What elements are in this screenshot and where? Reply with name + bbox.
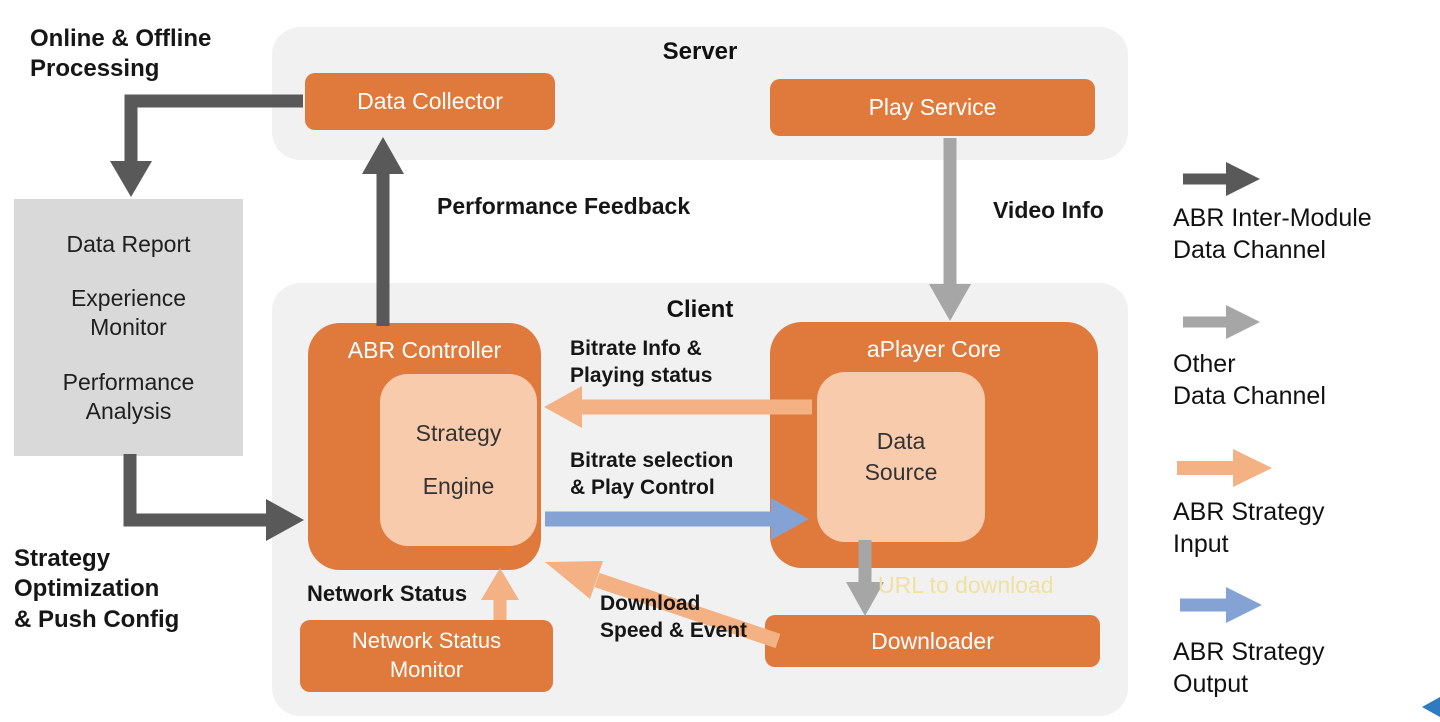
legend-other-line1: Other	[1173, 350, 1236, 378]
legend-strategy-input-label: ABR Strategy Input	[1173, 496, 1324, 560]
bitrate-info-line2: Playing status	[570, 364, 713, 388]
downloader-box: Downloader	[765, 615, 1100, 667]
play-service-label: Play Service	[868, 94, 997, 120]
legend-output-line1: ABR Strategy	[1173, 638, 1325, 666]
bitrate-selection-line1: Bitrate selection	[570, 449, 734, 472]
strategy-engine-box: Strategy Engine	[380, 374, 537, 546]
panel-item-performance-analysis: Performance Analysis	[62, 368, 195, 424]
bitrate-info-label: Bitrate Info & Playing status	[570, 335, 712, 390]
data-source-line2: Source	[864, 459, 938, 485]
url-to-download-label: URL to download	[878, 572, 1054, 598]
offline-processing-panel: Data Report Experience Monitor Performan…	[14, 199, 243, 456]
network-status-monitor-box: Network Status Monitor	[300, 620, 553, 692]
online-offline-line1: Online & Offline	[30, 25, 212, 52]
data-collector-box: Data Collector	[305, 73, 555, 130]
aplayer-core-label: aPlayer Core	[866, 336, 1002, 362]
legend-other-line2: Data Channel	[1173, 382, 1326, 410]
network-status-monitor-line1: Network Status	[351, 628, 502, 654]
strategy-engine-line2: Engine	[422, 473, 495, 499]
legend-blue-arrow-head	[1226, 587, 1262, 623]
abr-controller-box: ABR Controller Strategy Engine	[308, 323, 541, 570]
server-title: Server	[662, 38, 738, 65]
download-speed-line1: Download	[600, 592, 701, 615]
legend-peach-arrow-head	[1233, 449, 1272, 487]
performance-feedback-label: Performance Feedback	[437, 193, 691, 219]
legend-gray-arrow-head	[1226, 305, 1260, 339]
online-offline-label: Online & Offline Processing	[30, 24, 211, 85]
legend-inter-module-label: ABR Inter-Module Data Channel	[1173, 202, 1372, 266]
legend-inter-module-line1: ABR Inter-Module	[1173, 204, 1372, 232]
strategy-opt-line1: Strategy	[14, 545, 111, 572]
corner-marker-icon	[1422, 697, 1440, 717]
strategy-optimization-label: Strategy Optimization & Push Config	[14, 544, 179, 635]
network-status-monitor-line2: Monitor	[389, 657, 464, 682]
legend-strategy-output-label: ABR Strategy Output	[1173, 636, 1324, 700]
legend-inter-module-line2: Data Channel	[1173, 236, 1326, 264]
abr-controller-label: ABR Controller	[347, 337, 502, 363]
strategy-opt-line2: Optimization	[14, 575, 160, 603]
legend-input-line1: ABR Strategy	[1173, 498, 1325, 526]
arrow-strategy-opt-shaft	[123, 454, 268, 527]
legend-input-line2: Input	[1173, 530, 1229, 558]
bitrate-selection-label: Bitrate selection & Play Control	[570, 447, 733, 502]
legend-dark-arrow-head	[1226, 162, 1260, 196]
panel-item-data-report: Data Report	[66, 230, 191, 257]
panel-item-experience-monitor: Experience Monitor	[70, 285, 187, 341]
play-service-box: Play Service	[770, 79, 1095, 136]
downloader-label: Downloader	[871, 627, 994, 654]
legend-output-line2: Output	[1173, 670, 1249, 698]
strategy-engine-line1: Strategy	[415, 420, 502, 446]
download-speed-line2: Speed & Event	[600, 619, 748, 643]
client-title: Client	[666, 296, 734, 323]
online-offline-line2: Processing	[30, 55, 160, 83]
data-source-line1: Data	[876, 428, 926, 454]
strategy-opt-line3: & Push Config	[14, 605, 180, 633]
aplayer-core-box: aPlayer Core Data Source	[770, 322, 1098, 568]
video-info-label: Video Info	[993, 197, 1104, 223]
bitrate-selection-line2: & Play Control	[570, 476, 715, 500]
data-collector-label: Data Collector	[357, 88, 503, 114]
arrow-online-offline-head	[110, 161, 152, 197]
download-speed-label: Download Speed & Event	[600, 590, 747, 645]
legend-other-channel-label: Other Data Channel	[1173, 348, 1326, 412]
data-source-box: Data Source	[817, 372, 985, 542]
network-status-label: Network Status	[307, 581, 468, 606]
bitrate-info-line1: Bitrate Info &	[570, 337, 702, 360]
